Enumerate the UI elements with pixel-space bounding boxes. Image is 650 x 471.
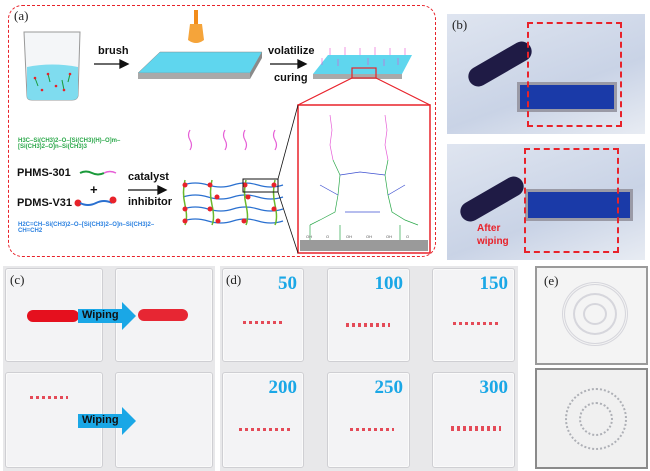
- svg-text:OH: OH: [366, 234, 372, 239]
- ink-dots: [30, 396, 68, 399]
- svg-text:OH: OH: [346, 234, 352, 239]
- svg-text:O: O: [406, 234, 409, 239]
- nameplate: [517, 82, 617, 112]
- svg-text:OH: OH: [386, 234, 392, 239]
- inhibitor-label: inhibitor: [128, 196, 172, 208]
- step-volatilize-label: volatilize: [268, 45, 315, 57]
- pdms-legend-line: [74, 196, 117, 207]
- wiping-label: Wiping: [82, 414, 119, 426]
- brush-icon: [188, 10, 204, 43]
- panel-b-label: (b): [452, 17, 468, 32]
- phms-legend-line: [79, 170, 105, 176]
- arrow-curing: [270, 58, 308, 70]
- svg-text:OH: OH: [306, 234, 312, 239]
- red-ink-stroke-remaining: [138, 309, 188, 321]
- photo-e-droplets: [535, 368, 648, 469]
- coated-slab: [297, 47, 431, 106]
- after-wiping-label: After wiping: [477, 223, 509, 247]
- wiping-arrow-bottom: Wiping: [78, 407, 136, 435]
- phms-label: PHMS-301: [17, 167, 71, 179]
- tile-d-200: 200: [222, 372, 304, 468]
- svg-text:O: O: [326, 234, 329, 239]
- panel-a-label: (a): [14, 8, 29, 23]
- molecular-structure-inset: OH O OH OH OH O: [297, 104, 431, 254]
- wiping-arrow-top: Wiping: [78, 302, 136, 330]
- plus-sign: +: [90, 182, 98, 197]
- crosslinked-network: [182, 104, 299, 254]
- tile-d-50: 50: [222, 268, 304, 362]
- panel-c-label: (c): [10, 272, 25, 287]
- photo-before-wiping: (b): [447, 14, 645, 134]
- dashed-region: [524, 148, 619, 253]
- photo-e-rings: (e): [535, 266, 648, 365]
- step-curing-label: curing: [274, 72, 308, 84]
- tile-d-250: 250: [327, 372, 410, 468]
- water-rings: [562, 282, 628, 346]
- dashed-region: [527, 22, 622, 127]
- droplet-pattern: [565, 388, 627, 450]
- nameplate: [525, 189, 633, 221]
- catalyst-label: catalyst: [128, 171, 169, 183]
- pdms-label: PDMS-V31: [17, 197, 73, 209]
- beaker-icon: [23, 31, 81, 101]
- step-brush-label: brush: [98, 45, 129, 57]
- panel-e-label: (e): [544, 273, 559, 288]
- tile-d-150: 150: [432, 268, 515, 362]
- wiping-label: Wiping: [82, 309, 119, 321]
- pdms-formula: H2C=CH–Si(CH3)2–O–[Si(CH3)2–O]n–Si(CH3)2…: [18, 222, 155, 234]
- panel-a-diagram: OH O OH OH OH O: [23, 10, 431, 254]
- photo-after-wiping: After wiping: [447, 144, 645, 260]
- arrow-brush: [94, 58, 130, 70]
- red-ink-stroke: [27, 310, 79, 322]
- tile-d-300: 300: [432, 372, 515, 468]
- arrow-catalyst: [128, 184, 168, 196]
- phms-formula: H3C–Si(CH3)2–O–[Si(CH3)(H)–O]m–[Si(CH3)2…: [18, 138, 121, 150]
- tile-d-100: 100: [327, 268, 410, 362]
- panel-d-label: (d): [226, 272, 242, 287]
- sea-cucumber: [456, 172, 528, 226]
- panel-a: [8, 5, 436, 257]
- substrate-slab: [137, 51, 263, 79]
